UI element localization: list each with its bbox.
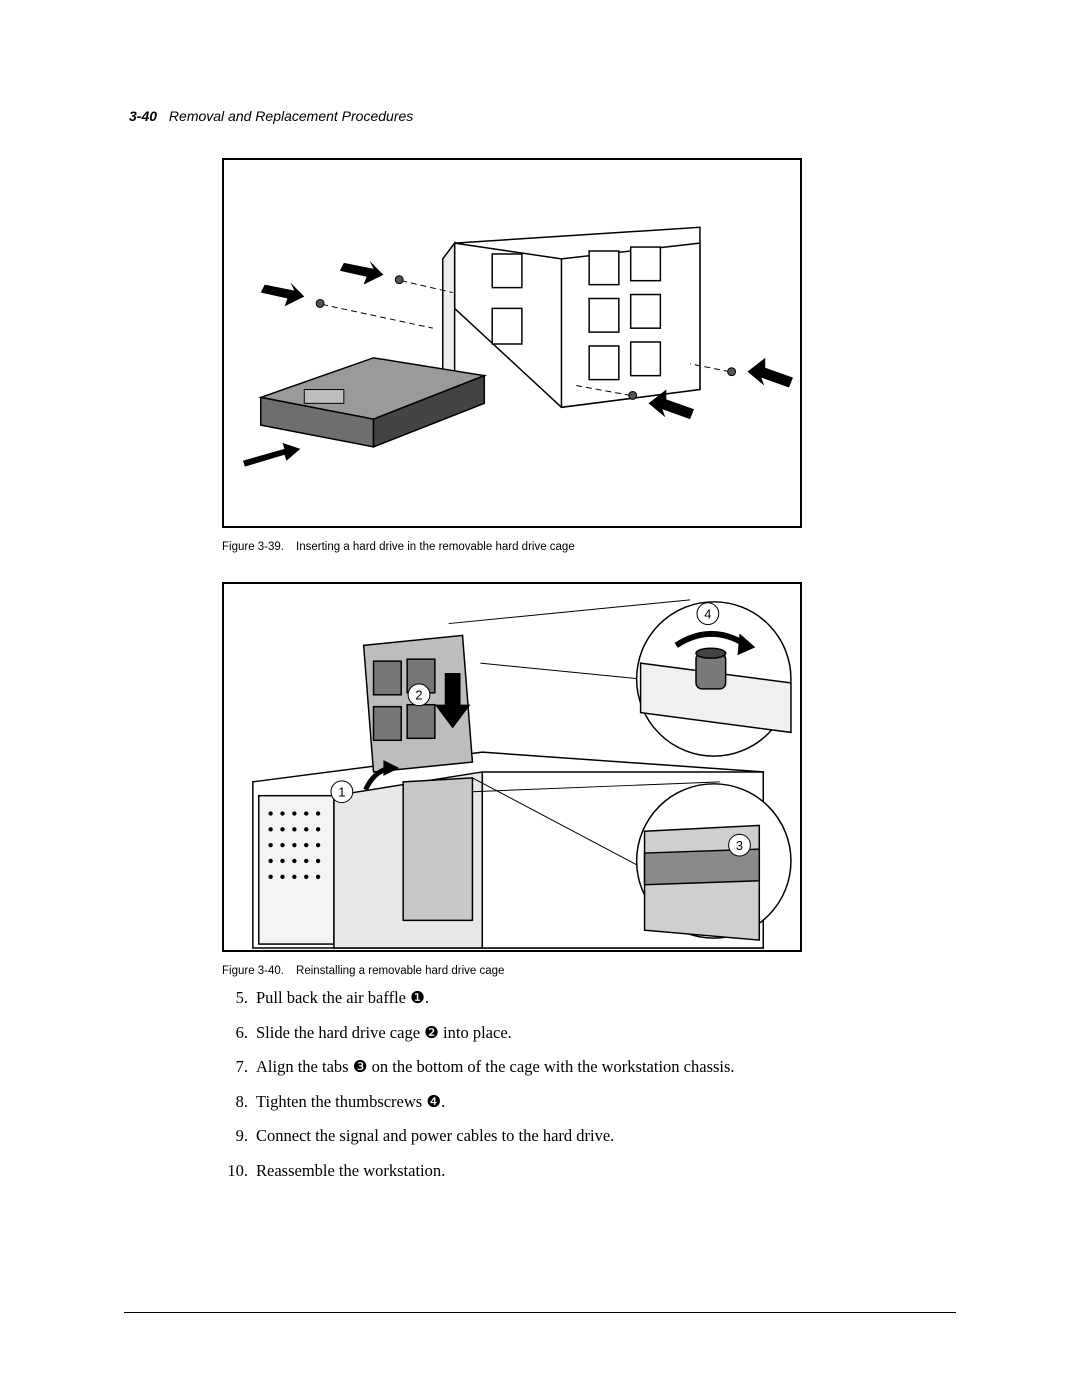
figure-3-40-caption: Figure 3-40. Reinstalling a removable har… <box>222 965 504 977</box>
step-number: 5. <box>235 988 248 1007</box>
callout-4: 4 <box>696 602 720 626</box>
figure-hard-drive-insertion <box>222 158 802 528</box>
step-item: 6. Slide the hard drive cage ❷ into place… <box>214 1023 735 1058</box>
callout-3: 3 <box>728 833 751 857</box>
step-number: 7. <box>235 1057 248 1076</box>
callout-2: 2 <box>407 683 431 707</box>
figure-reinstall-cage: 1 2 3 4 <box>222 582 802 952</box>
figure-caption-text: Inserting a hard drive in the removable … <box>296 541 575 553</box>
step-number: 6. <box>235 1022 248 1042</box>
page-header: 3-40 Removal and Replacement Procedures <box>129 108 413 124</box>
hard-drive-cage-illustration <box>242 226 793 467</box>
callout-1-label: 1 <box>338 785 345 800</box>
step-number: 9. <box>235 1126 248 1145</box>
step-item: 9. Connect the signal and power cables to… <box>214 1126 735 1161</box>
step-text: Align the tabs ❸ on the bottom of the ca… <box>256 1057 735 1076</box>
step-item: 10. Reassemble the workstation. <box>214 1161 735 1196</box>
figure-caption-text: Reinstalling a removable hard drive cage <box>296 965 505 977</box>
section-title: Removal and Replacement Procedures <box>168 108 414 124</box>
step-text: Tighten the thumbscrews ❹. <box>256 1091 446 1111</box>
workstation-chassis-illustration: 1 2 3 4 <box>252 599 792 949</box>
figure-3-39-caption: Figure 3-39. Inserting a hard drive in th… <box>222 541 575 553</box>
callout-4-label: 4 <box>704 607 711 622</box>
step-number: 10. <box>227 1160 248 1180</box>
callout-1: 1 <box>330 780 354 804</box>
footer-rule <box>124 1312 956 1313</box>
step-text: Pull back the air baffle ❶. <box>256 988 430 1007</box>
step-number: 8. <box>235 1091 248 1111</box>
figure-label: Figure 3-40. <box>222 965 285 977</box>
step-item: 5. Pull back the air baffle ❶. <box>214 988 735 1023</box>
figure-label: Figure 3-39. <box>222 541 285 553</box>
page-number: 3-40 <box>129 108 158 124</box>
step-item: 7. Align the tabs ❸ on the bottom of the … <box>214 1057 735 1092</box>
procedure-steps: 5. Pull back the air baffle ❶. 6. Slide th… <box>214 988 735 1196</box>
step-text: Reassemble the workstation. <box>256 1160 446 1180</box>
step-text: Slide the hard drive cage ❷ into place. <box>256 1022 512 1042</box>
step-text: Connect the signal and power cables to t… <box>256 1126 615 1145</box>
callout-3-label: 3 <box>736 838 743 853</box>
callout-2-label: 2 <box>415 688 422 703</box>
step-item: 8. Tighten the thumbscrews ❹. <box>214 1092 735 1127</box>
